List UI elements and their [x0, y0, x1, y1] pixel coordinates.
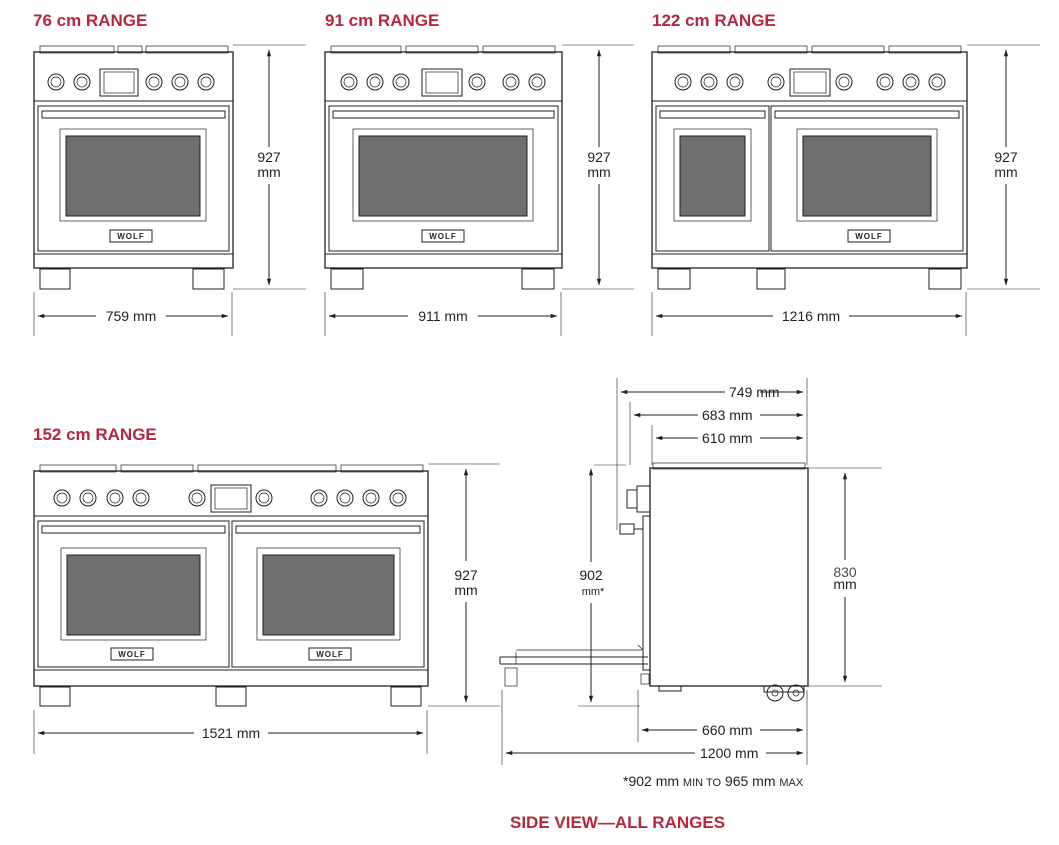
door-handle — [332, 110, 555, 119]
leg-left — [657, 268, 691, 290]
control-knobs — [340, 73, 546, 91]
control-panel-display — [789, 68, 831, 97]
height-value: 927 — [587, 149, 611, 165]
side-door-open: 1200 mm — [700, 745, 758, 761]
side-knob — [626, 489, 638, 509]
side-depth-mid: 683 mm — [702, 407, 753, 423]
range-152cm: 152 cm RANGE WOLF — [33, 425, 500, 754]
side-cabinet-value: 830 — [833, 564, 857, 580]
range-76cm: 76 cm RANGE WOLF — [33, 11, 306, 336]
control-panel-display — [210, 484, 252, 513]
side-depth-body: 610 mm — [702, 430, 753, 446]
wolf-logo-right — [308, 647, 352, 661]
height-unit: mm — [587, 164, 610, 180]
open-door-handle — [504, 667, 518, 687]
width-152cm: 1521 mm — [202, 725, 260, 741]
left-oven-door — [37, 520, 230, 668]
side-door — [642, 515, 651, 671]
control-panel-display — [421, 68, 463, 97]
left-oven-window — [66, 554, 201, 636]
oven-door — [770, 105, 964, 252]
small-oven-window — [679, 135, 746, 217]
range-body — [33, 470, 429, 687]
right-door-handle — [235, 525, 421, 534]
width-76cm: 759 mm — [106, 308, 157, 324]
side-depth-total: 749 mm — [729, 384, 780, 400]
small-door-handle — [659, 110, 766, 119]
height-unit: mm — [454, 582, 477, 598]
title-91cm-range: 91 cm RANGE — [325, 11, 439, 30]
leg-right — [390, 686, 422, 707]
wolf-logo-text: WOLF — [429, 232, 457, 241]
cooktop-grates — [330, 45, 556, 54]
side-body-depth: 660 mm — [702, 722, 753, 738]
oven-window — [802, 135, 932, 217]
title-side-view: SIDE VIEW—ALL RANGES — [510, 813, 725, 832]
leg-right — [192, 268, 225, 290]
side-height-unit: mm* — [582, 586, 605, 598]
leg-middle — [215, 686, 247, 707]
range-body — [651, 51, 968, 269]
left-door-handle — [41, 525, 226, 534]
range-91cm: 91 cm RANGE WOLF 927 mm — [324, 11, 634, 336]
height-value: 927 — [257, 149, 281, 165]
wolf-logo-text: WOLF — [118, 650, 146, 659]
wolf-logo-text: WOLF — [855, 232, 883, 241]
leg-right — [928, 268, 962, 290]
door-handle — [774, 110, 960, 119]
cooktop-grates — [657, 45, 962, 54]
wolf-logo-left — [110, 647, 154, 661]
wolf-logo-text: WOLF — [316, 650, 344, 659]
small-oven-door — [655, 105, 770, 252]
footnote: *902 mm MIN TO 965 mm MAX — [623, 773, 804, 789]
oven-door — [37, 105, 230, 252]
side-handle — [619, 523, 635, 535]
oven-door — [328, 105, 559, 252]
title-152cm-range: 152 cm RANGE — [33, 425, 157, 444]
width-122cm: 1216 mm — [782, 308, 840, 324]
side-cabinet-unit: mm — [833, 576, 856, 592]
wolf-logo — [847, 229, 891, 243]
leg-left — [330, 268, 364, 290]
right-oven-door — [231, 520, 425, 668]
title-76cm-range: 76 cm RANGE — [33, 11, 147, 30]
right-oven-window — [262, 554, 395, 636]
width-91cm: 911 mm — [418, 308, 468, 324]
oven-window — [358, 135, 528, 217]
range-body — [33, 51, 234, 269]
open-door — [499, 644, 648, 687]
control-knobs — [674, 73, 946, 91]
range-side-body — [649, 467, 809, 687]
cooktop-grates — [39, 464, 424, 473]
control-panel-display — [99, 68, 139, 97]
cooktop-grates — [39, 45, 229, 54]
control-knobs — [53, 489, 407, 507]
range-body — [324, 51, 563, 269]
range-122cm: 122 cm RANGE WOLF — [651, 11, 1040, 336]
wolf-logo — [421, 229, 465, 243]
height-unit: mm — [994, 164, 1017, 180]
side-foot-front — [658, 685, 682, 692]
leg-left — [39, 686, 71, 707]
side-height-value: 902 — [579, 567, 603, 583]
leg-left — [39, 268, 71, 290]
height-value: 927 — [454, 567, 478, 583]
height-unit: mm — [257, 164, 280, 180]
leg-middle — [756, 268, 786, 290]
control-knobs — [47, 73, 215, 91]
leg-right — [521, 268, 555, 290]
height-value: 927 — [994, 149, 1018, 165]
door-handle — [41, 110, 226, 119]
wolf-logo-text: WOLF — [117, 232, 145, 241]
title-122cm-range: 122 cm RANGE — [652, 11, 776, 30]
wolf-logo — [109, 229, 153, 243]
oven-window — [65, 135, 201, 217]
leveling-leg-icon — [763, 684, 805, 702]
side-view: 749 mm 683 mm 610 mm — [499, 378, 882, 832]
